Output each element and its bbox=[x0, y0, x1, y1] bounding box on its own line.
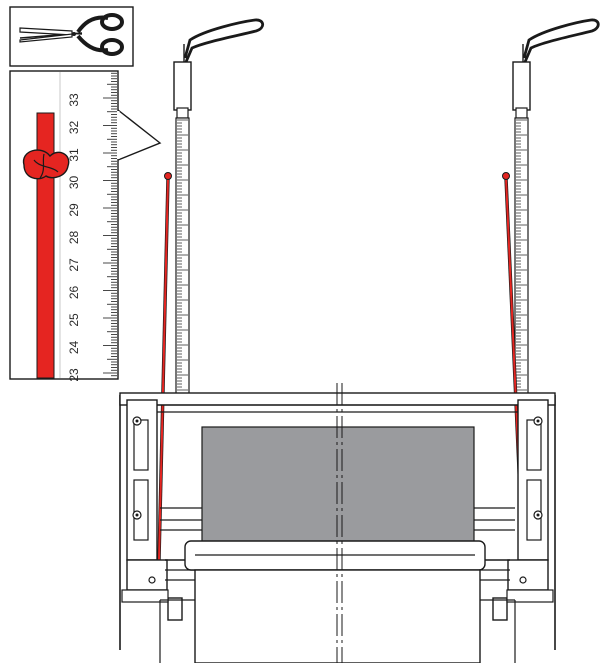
left-cord-assembly bbox=[157, 18, 265, 561]
blind-fabric bbox=[201, 426, 475, 553]
right-cord-assembly bbox=[502, 18, 600, 561]
ruler-tick-label: 23 bbox=[67, 368, 81, 382]
blind-frame bbox=[119, 383, 556, 663]
left-side-bracket bbox=[121, 399, 183, 621]
ruler-detail-inset: 23 24 25 26 27 28 29 30 31 32 33 bbox=[9, 70, 162, 382]
right-side-bracket bbox=[492, 399, 554, 621]
ruler-tick-label: 26 bbox=[67, 286, 81, 300]
ruler-tick-labels: 23 24 25 26 27 28 29 30 31 32 33 bbox=[67, 93, 81, 382]
scissors-inset bbox=[9, 6, 134, 67]
ruler-tick-label: 30 bbox=[67, 176, 81, 190]
ruler-tick-label: 29 bbox=[67, 203, 81, 217]
ruler-tick-label: 31 bbox=[67, 148, 81, 162]
ruler-tick-label: 24 bbox=[67, 341, 81, 355]
cord-knot bbox=[22, 149, 70, 180]
right-tape-scale bbox=[516, 119, 527, 394]
left-tape-scale bbox=[177, 119, 188, 394]
ruler-tick-label: 27 bbox=[67, 258, 81, 272]
ruler-tick-label: 32 bbox=[67, 121, 81, 135]
ruler-scale bbox=[103, 72, 117, 377]
scissors-icon bbox=[19, 13, 124, 56]
ruler-tick-label: 28 bbox=[67, 231, 81, 245]
ruler-tick-label: 33 bbox=[67, 93, 81, 107]
ruler-tick-label: 25 bbox=[67, 313, 81, 327]
